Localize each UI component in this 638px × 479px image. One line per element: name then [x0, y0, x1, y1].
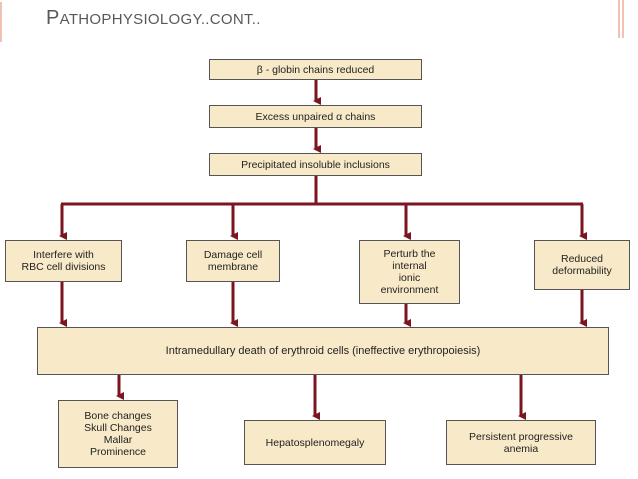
effect-ionic-environment: Perturb the internal ionic environment [359, 240, 460, 304]
outcome-hepatosplenomegaly: Hepatosplenomegaly [244, 420, 386, 465]
step-precipitated-inclusions: Precipitated insoluble inclusions [209, 153, 422, 176]
effect-membrane-damage: Damage cell membrane [186, 240, 280, 282]
effect-rbc-division: Interfere with RBC cell divisions [5, 240, 122, 282]
central-ineffective-erythropoiesis: Intramedullary death of erythroid cells … [37, 327, 609, 375]
title-rest: ATHOPHYSIOLOGY..CONT.. [59, 11, 261, 28]
step-beta-globin-reduced: β - globin chains reduced [209, 59, 422, 80]
left-accent-line [0, 2, 2, 42]
title-initial: P [46, 7, 60, 29]
effect-reduced-deformability: Reduced deformability [534, 240, 630, 290]
right-accent-lines [618, 0, 624, 38]
step-excess-alpha-chains: Excess unpaired α chains [209, 105, 422, 128]
outcome-persistent-anemia: Persistent progressive anemia [446, 420, 596, 465]
slide-title: PATHOPHYSIOLOGY..CONT.. [46, 7, 261, 30]
outcome-bone-changes: Bone changes Skull Changes Mallar Promin… [58, 400, 178, 468]
